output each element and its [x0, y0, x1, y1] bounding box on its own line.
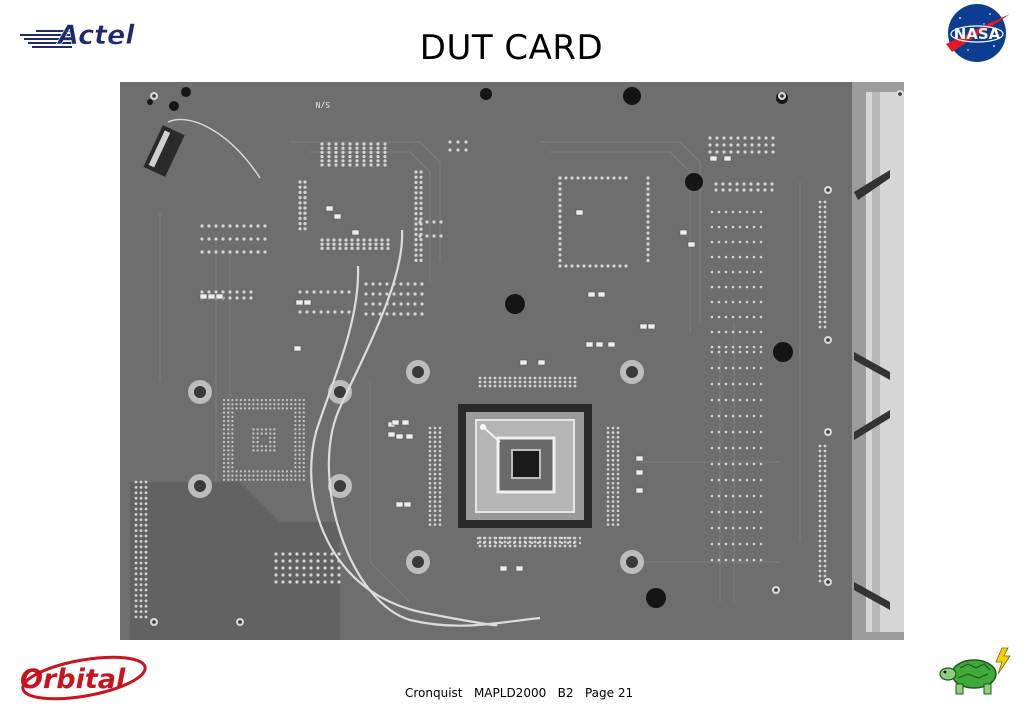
slide-footer: Cronquist MAPLD2000 B2 Page 21 — [405, 686, 634, 700]
nasa-logo-text: NASA — [954, 25, 1001, 43]
orbital-logo-text: Orbital — [20, 664, 126, 695]
svg-text:S/N: S/N — [315, 100, 330, 109]
slide-title: DUT CARD — [419, 28, 604, 68]
dut-card-pcb-photo: S/N — [120, 82, 904, 640]
actel-logo-text: Actel — [56, 20, 135, 51]
turtle-lightning-icon — [939, 647, 1011, 695]
actel-logo-icon: Actel — [20, 20, 136, 51]
orbital-logo-icon: Orbital — [20, 655, 147, 701]
nasa-logo-icon: NASA — [946, 4, 1010, 62]
